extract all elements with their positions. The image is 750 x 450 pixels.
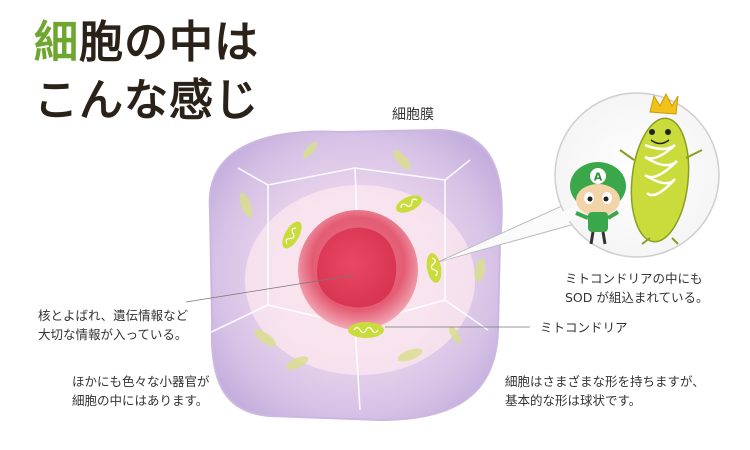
organelle-bg	[397, 348, 423, 362]
organelle-bg	[285, 356, 309, 370]
organelle-bg	[474, 258, 486, 282]
badge-letter: A	[594, 171, 603, 184]
organelle-bg	[239, 192, 253, 218]
nucleolus	[316, 227, 397, 308]
label-mito: ミトコンドリア	[540, 320, 628, 335]
mitochondria-character	[619, 92, 703, 245]
title-line-1: 細胞の中は	[34, 14, 259, 72]
label-shape: 細胞はさまざまな形を持ちますが、 基本的な形は球状です。	[505, 372, 705, 410]
badge-circle	[590, 168, 606, 184]
title-line-1-rest: 胞の中は	[79, 17, 259, 68]
organelle-bg	[253, 329, 277, 347]
mitochondrion	[426, 253, 442, 283]
mitochondrion	[395, 195, 423, 213]
organelle-bg	[393, 150, 411, 170]
label-sod-line-2: SOD が組込まれている。	[565, 290, 709, 305]
label-nucleus-line-2: 大切な情報が入っている。	[38, 327, 188, 342]
mitochondrion	[348, 322, 384, 338]
mascot-character: A	[570, 162, 626, 245]
label-nucleus: 核とよばれ、遺伝情報など 大切な情報が入っている。	[38, 306, 188, 344]
label-shape-line-1: 細胞はさまざまな形を持ちますが、	[505, 374, 705, 389]
title-line-2: こんな感じ	[34, 75, 259, 126]
organelle-bg	[302, 141, 318, 159]
page-title: 細胞の中は こんな感じ	[34, 14, 259, 130]
label-sod: ミトコンドリアの中にも SOD が組込まれている。	[565, 269, 709, 307]
label-membrane: 細胞膜	[392, 107, 434, 123]
organelles	[239, 141, 486, 370]
label-organelles-line-2: 細胞の中にはあります。	[72, 393, 209, 408]
mitochondrion	[282, 221, 302, 249]
label-organelles-line-1: ほかにも色々な小器官が	[72, 374, 210, 389]
label-organelles: ほかにも色々な小器官が 細胞の中にはあります。	[72, 372, 210, 410]
label-nucleus-line-1: 核とよばれ、遺伝情報など	[38, 308, 189, 323]
label-sod-line-1: ミトコンドリアの中にも	[565, 271, 703, 286]
label-shape-line-2: 基本的な形は球状です。	[505, 393, 642, 408]
crown-icon	[649, 92, 679, 115]
leader-line-nucleus	[185, 274, 356, 303]
organelle-bg	[448, 326, 462, 344]
title-accent-char: 細	[34, 17, 79, 68]
